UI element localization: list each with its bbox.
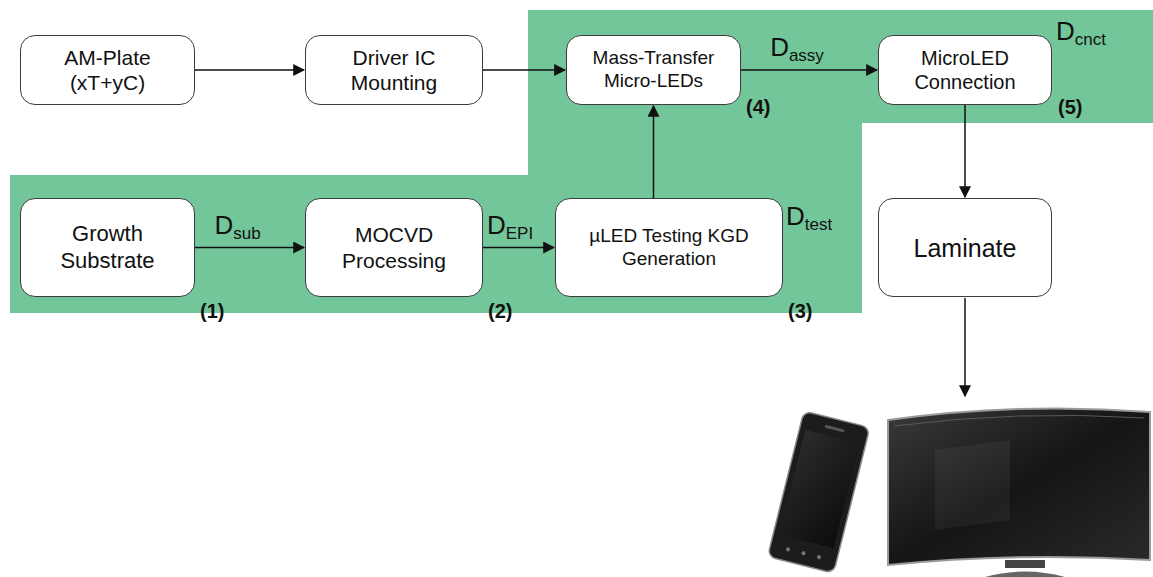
callout-number: (2) <box>488 300 512 323</box>
flow-arrow <box>195 247 304 249</box>
box-text: AM-Plate (xT+yC) <box>33 45 182 95</box>
symbol-letter: D <box>770 32 789 62</box>
flow-arrow <box>195 69 304 71</box>
defect-density-symbol: DEPI <box>487 212 533 242</box>
defect-density-symbol: Dcnct <box>1056 18 1106 48</box>
symbol-subscript: sub <box>233 224 260 243</box>
process-box: AM-Plate (xT+yC) <box>20 35 195 105</box>
defect-density-symbol: Dtest <box>786 203 832 233</box>
callout-number: (5) <box>1058 96 1082 119</box>
box-text: Growth Substrate <box>33 221 182 274</box>
callout-number: (4) <box>746 96 770 119</box>
phone-illustration <box>768 411 870 573</box>
box-text: Laminate <box>914 233 1017 263</box>
flow-arrow <box>653 106 655 198</box>
process-box: MOCVD Processing <box>305 198 483 297</box>
box-text: Driver IC Mounting <box>318 45 470 95</box>
symbol-letter: D <box>214 210 233 240</box>
defect-density-symbol: Dassy <box>770 34 824 64</box>
box-text: MOCVD Processing <box>318 222 470 272</box>
flow-arrow <box>964 105 966 197</box>
defect-density-symbol: Dsub <box>214 212 260 242</box>
process-box: Driver IC Mounting <box>305 35 483 105</box>
flow-arrow <box>483 69 565 71</box>
box-text: µLED Testing KGD Generation <box>568 225 770 271</box>
callout-number: (1) <box>200 300 224 323</box>
symbol-subscript: test <box>805 215 832 234</box>
process-region <box>10 10 1153 313</box>
box-text: Mass-Transfer Micro-LEDs <box>579 47 728 93</box>
process-box: Laminate <box>878 198 1052 297</box>
tv-illustration <box>888 408 1150 577</box>
symbol-letter: D <box>786 201 805 231</box>
process-box: Growth Substrate <box>20 198 195 297</box>
symbol-letter: D <box>487 210 506 240</box>
symbol-letter: D <box>1056 16 1075 46</box>
flow-arrow <box>741 69 877 71</box>
flow-arrow <box>483 247 554 249</box>
process-box: Mass-Transfer Micro-LEDs <box>566 35 741 105</box>
symbol-subscript: EPI <box>506 224 533 243</box>
symbol-subscript: cnct <box>1075 30 1106 49</box>
output-arrow <box>964 298 966 396</box>
callout-number: (3) <box>788 300 812 323</box>
process-box: MicroLED Connection <box>878 35 1052 105</box>
box-text: MicroLED Connection <box>891 46 1039 94</box>
symbol-subscript: assy <box>789 46 824 65</box>
process-box: µLED Testing KGD Generation <box>555 198 783 297</box>
